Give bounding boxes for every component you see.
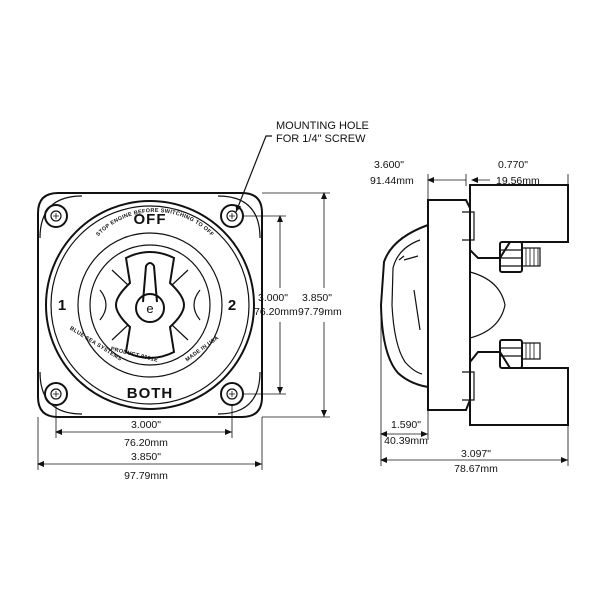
label-off: OFF bbox=[134, 211, 167, 228]
dim-total-depth-mm: 78.67mm bbox=[454, 463, 498, 475]
dim-outer-width: 3.850" 97.79mm bbox=[37, 417, 263, 482]
brand-logo-e: e bbox=[146, 301, 153, 316]
rear-housing bbox=[427, 199, 471, 411]
dim-inner-height: 3.000" 76.20mm bbox=[244, 215, 298, 395]
front-view: e OFF BOTH 1 2 STOP ENGINE BEFORE SWITCH… bbox=[37, 192, 263, 418]
terminal-block-bottom bbox=[469, 351, 569, 426]
dim-depth-in: 3.600" bbox=[374, 159, 404, 171]
dim-inner-width-mm: 76.20mm bbox=[124, 437, 168, 449]
label-position-2: 2 bbox=[228, 297, 236, 314]
dim-stud-in: 0.770" bbox=[498, 159, 528, 171]
dim-knob: 1.590" 40.39mm bbox=[380, 310, 429, 447]
callout-line-2: FOR 1/4" SCREW bbox=[276, 133, 366, 145]
dim-knob-mm: 40.39mm bbox=[384, 435, 428, 447]
dim-total-depth: 3.097" 78.67mm bbox=[380, 425, 569, 475]
dim-outer-height: 3.850" 97.79mm bbox=[262, 192, 342, 418]
dim-outer-width-mm: 97.79mm bbox=[124, 470, 168, 482]
dim-outer-height-mm: 97.79mm bbox=[298, 306, 342, 318]
dim-inner-height-mm: 76.20mm bbox=[254, 306, 298, 318]
dim-depth: 3.600" 91.44mm bbox=[370, 159, 467, 200]
side-view bbox=[379, 184, 569, 426]
label-position-1: 1 bbox=[58, 297, 66, 314]
mounting-hole-bottom-right bbox=[220, 382, 244, 406]
knob-profile bbox=[379, 224, 429, 388]
mounting-flange bbox=[37, 192, 263, 418]
mounting-hole-top-right bbox=[220, 204, 244, 228]
knob-hub bbox=[135, 293, 165, 323]
terminal-stud-top bbox=[499, 241, 541, 273]
mounting-hole-top-left bbox=[44, 204, 68, 228]
dial-outer-ring bbox=[45, 200, 255, 410]
callout-line-1: MOUNTING HOLE bbox=[276, 120, 369, 132]
knob-pointer bbox=[142, 262, 158, 303]
rotary-knob bbox=[114, 251, 186, 359]
dim-stud-mm: 19.56mm bbox=[496, 175, 540, 187]
dim-inner-width-in: 3.000" bbox=[131, 419, 161, 431]
terminal-block-top bbox=[469, 184, 569, 259]
label-both: BOTH bbox=[127, 385, 174, 402]
terminal-stud-bottom bbox=[499, 339, 541, 369]
dim-stud: 0.770" 19.56mm bbox=[471, 159, 569, 187]
dim-inner-height-in: 3.000" bbox=[258, 292, 288, 304]
mounting-hole-callout: MOUNTING HOLE FOR 1/4" SCREW bbox=[235, 120, 369, 213]
dim-depth-mm: 91.44mm bbox=[370, 175, 414, 187]
dim-knob-in: 1.590" bbox=[391, 419, 421, 431]
dim-total-depth-in: 3.097" bbox=[461, 448, 491, 460]
mounting-hole-bottom-left bbox=[44, 382, 68, 406]
dim-outer-height-in: 3.850" bbox=[302, 292, 332, 304]
dim-inner-width: 3.000" 76.20mm bbox=[55, 405, 233, 449]
dim-outer-width-in: 3.850" bbox=[131, 451, 161, 463]
